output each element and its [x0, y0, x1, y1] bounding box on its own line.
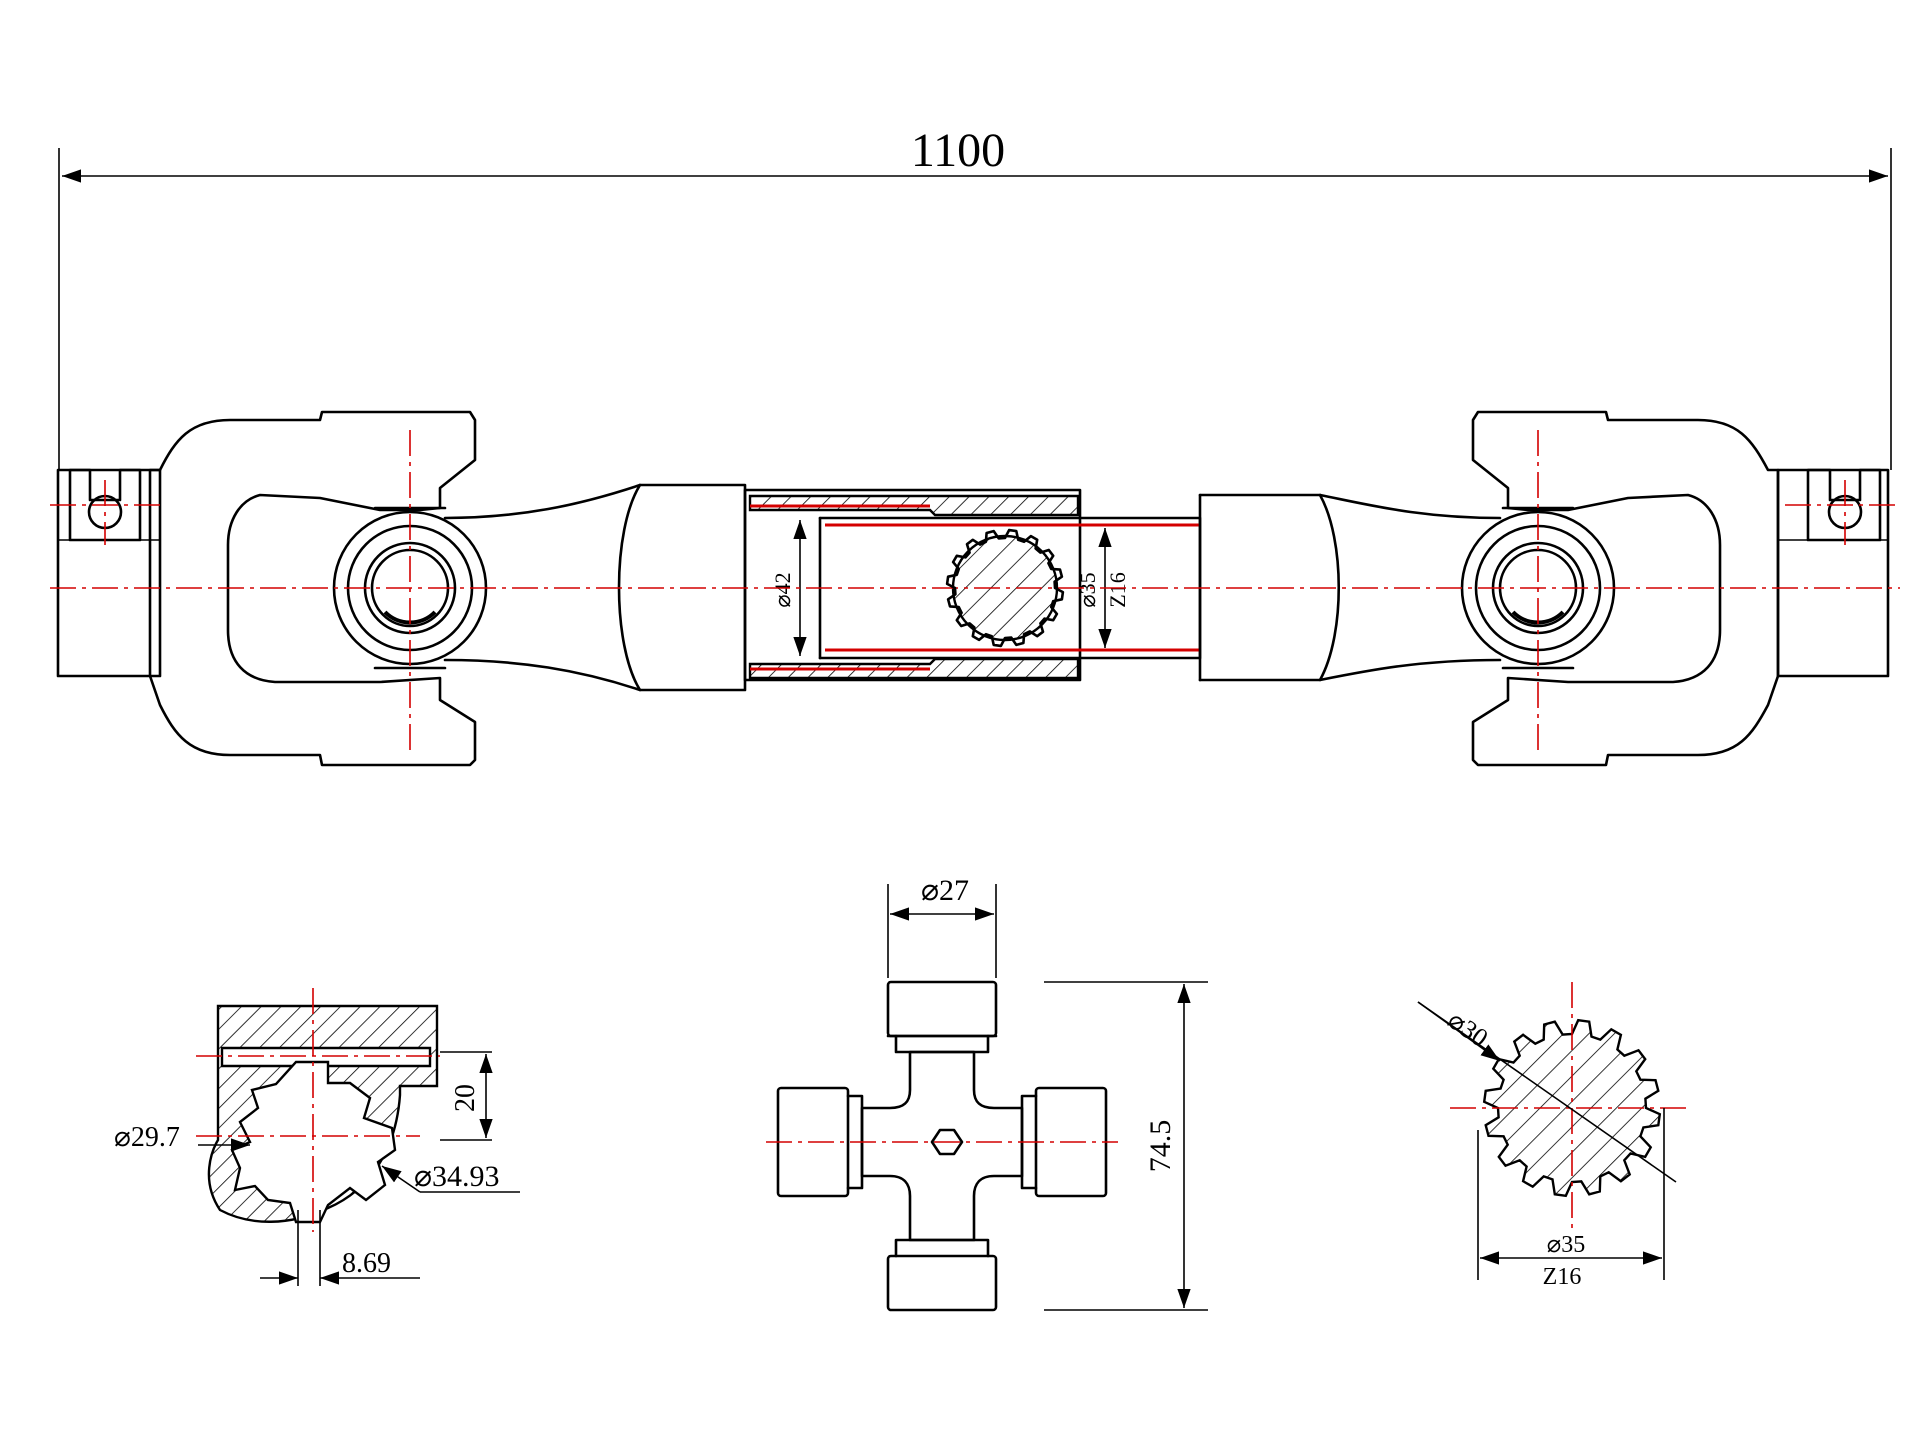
cross-journal-diameter-label: ⌀27 [921, 874, 969, 907]
cross-cap-top [886, 980, 998, 1038]
tube-diameter-label: ⌀42 [770, 572, 795, 607]
right-flange-end [1776, 468, 1890, 678]
center-spline-teeth [945, 528, 1065, 648]
yoke-bore-minor-label: ⌀29.7 [114, 1122, 180, 1153]
yoke-section-view: 20 ⌀29.7 ⌀34.93 8.69 [114, 988, 520, 1286]
cross-span-label: 74.5 [1144, 1120, 1177, 1173]
overall-length-label: 1100 [911, 124, 1005, 177]
spline-major-label: ⌀35 [1547, 1232, 1585, 1258]
drive-shaft-assembly: ⌀42 ⌀35 Z16 [50, 410, 1900, 767]
left-flange-end [56, 468, 162, 678]
cross-cap-bottom [886, 1254, 998, 1312]
yoke-offset-label: 20 [450, 1084, 481, 1112]
spline-shaft-section: ⌀30 ⌀35 Z16 [1417, 982, 1690, 1290]
spline-teeth-label: Z16 [1543, 1264, 1582, 1290]
yoke-key-width-label: 8.69 [342, 1248, 391, 1279]
spline-minor-label: ⌀30 [1443, 1005, 1494, 1053]
yoke-bore-major-label: ⌀34.93 [414, 1160, 500, 1193]
shaft-diameter-label: ⌀35 [1075, 572, 1100, 607]
outer-tube [743, 488, 1082, 682]
grease-nipple-icon [930, 1128, 964, 1156]
universal-joint-cross: ⌀27 74.5 [766, 874, 1208, 1312]
overall-length-dimension: 1100 [58, 124, 1892, 470]
shaft-teeth-label: Z16 [1105, 572, 1130, 607]
